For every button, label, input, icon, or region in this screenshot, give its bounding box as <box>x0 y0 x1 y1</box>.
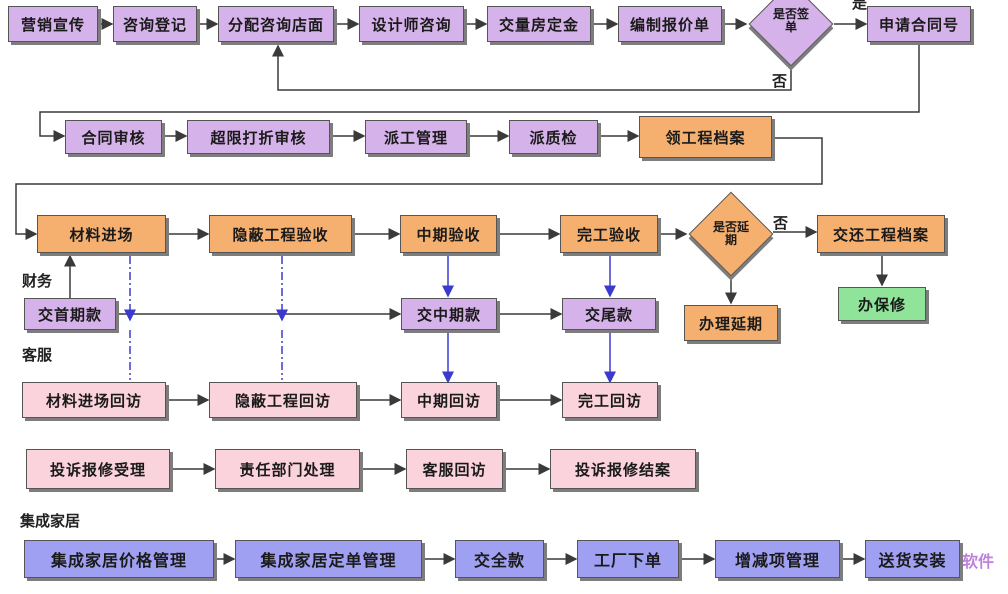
hidden-work-label: 隐蔽工程验收 <box>232 225 329 244</box>
service-visit-box: 客服回访 <box>406 449 503 489</box>
delivery-install-label: 送货安装 <box>878 551 947 570</box>
dept-handle-box: 责任部门处理 <box>215 449 360 489</box>
completion-visit-box: 完工回访 <box>562 382 658 418</box>
full-payment-label: 交全款 <box>473 551 525 570</box>
integrated-label: 集成家居 <box>20 512 81 530</box>
mid-visit-box: 中期回访 <box>401 382 497 418</box>
receive-archive-box: 领工程档案 <box>639 116 772 158</box>
complaint-close-label: 投诉报修结案 <box>574 460 671 479</box>
first-payment-label: 交首期款 <box>37 305 102 324</box>
measure-deposit-label: 交量房定金 <box>498 15 579 34</box>
order-mgmt-label: 集成家居定单管理 <box>260 551 397 570</box>
assign-store-box: 分配咨询店面 <box>218 6 334 42</box>
mid-payment-label: 交中期款 <box>416 305 481 324</box>
return-archive-label: 交还工程档案 <box>832 225 929 244</box>
measure-deposit-box: 交量房定金 <box>487 6 591 42</box>
complaint-accept-label: 投诉报修受理 <box>49 460 146 479</box>
hidden-work-box: 隐蔽工程验收 <box>209 215 352 253</box>
consult-register-label: 咨询登记 <box>122 15 187 34</box>
discount-review-label: 超限打折审核 <box>210 128 307 147</box>
assign-store-label: 分配咨询店面 <box>227 15 324 34</box>
complaint-close-box: 投诉报修结案 <box>550 449 696 489</box>
receive-archive-label: 领工程档案 <box>665 128 746 147</box>
materials-visit-box: 材料进场回访 <box>22 382 166 418</box>
dept-handle-label: 责任部门处理 <box>239 460 336 479</box>
dispatch-box: 派工管理 <box>365 120 467 154</box>
service-label: 客服 <box>22 346 53 364</box>
marketing-box: 营销宣传 <box>8 6 98 42</box>
quality-box: 派质检 <box>509 120 598 154</box>
discount-review-box: 超限打折审核 <box>187 120 330 154</box>
delay-decision-label: 是否延期 <box>713 220 750 247</box>
mid-visit-label: 中期回访 <box>416 391 481 410</box>
hidden-visit-label: 隐蔽工程回访 <box>234 391 331 410</box>
warranty-box: 办保修 <box>838 287 926 321</box>
materials-entry-label: 材料进场 <box>69 225 134 244</box>
quality-label: 派质检 <box>529 128 578 147</box>
contract-review-box: 合同审核 <box>65 120 162 154</box>
designer-consult-box: 设计师咨询 <box>359 6 464 42</box>
watermark-text: 软件 <box>962 552 995 571</box>
apply-contract-label: 申请合同号 <box>878 15 959 34</box>
handle-delay-label: 办理延期 <box>698 314 763 333</box>
complaint-accept-box: 投诉报修受理 <box>26 449 170 489</box>
midterm-label: 中期验收 <box>416 225 481 244</box>
completion-visit-label: 完工回访 <box>577 391 642 410</box>
apply-contract-box: 申请合同号 <box>867 6 971 42</box>
make-quote-label: 编制报价单 <box>629 15 710 34</box>
completion-box: 完工验收 <box>560 215 658 253</box>
mid-payment-box: 交中期款 <box>401 298 497 330</box>
designer-consult-label: 设计师咨询 <box>371 15 452 34</box>
factory-order-label: 工厂下单 <box>593 551 662 570</box>
completion-label: 完工验收 <box>576 225 641 244</box>
final-payment-box: 交尾款 <box>562 298 656 330</box>
dispatch-label: 派工管理 <box>383 128 448 147</box>
service-visit-label: 客服回访 <box>422 460 487 479</box>
consult-register-box: 咨询登记 <box>113 6 197 42</box>
price-mgmt-label: 集成家居价格管理 <box>50 551 187 570</box>
make-quote-box: 编制报价单 <box>618 6 722 42</box>
first-payment-box: 交首期款 <box>24 298 116 330</box>
sign-decision-label: 是否签单 <box>773 7 810 34</box>
hidden-visit-box: 隐蔽工程回访 <box>209 382 357 418</box>
materials-entry-box: 材料进场 <box>37 215 166 253</box>
full-payment-box: 交全款 <box>455 540 544 578</box>
price-mgmt-box: 集成家居价格管理 <box>24 540 214 578</box>
factory-order-box: 工厂下单 <box>577 540 679 578</box>
delivery-install-box: 送货安装 <box>865 540 960 578</box>
adjust-items-label: 增减项管理 <box>734 551 820 570</box>
handle-delay-box: 办理延期 <box>684 305 778 341</box>
marketing-label: 营销宣传 <box>20 15 85 34</box>
finance-label: 财务 <box>22 272 53 290</box>
no-label-1: 否 <box>772 72 788 90</box>
final-payment-label: 交尾款 <box>584 305 633 324</box>
no-label-2: 否 <box>773 214 789 232</box>
contract-review-label: 合同审核 <box>81 128 146 147</box>
yes-label: 是 <box>852 0 868 12</box>
materials-visit-label: 材料进场回访 <box>45 391 142 410</box>
midterm-box: 中期验收 <box>400 215 497 253</box>
adjust-items-box: 增减项管理 <box>715 540 840 578</box>
warranty-label: 办保修 <box>857 295 906 314</box>
order-mgmt-box: 集成家居定单管理 <box>235 540 422 578</box>
return-archive-box: 交还工程档案 <box>817 215 945 253</box>
